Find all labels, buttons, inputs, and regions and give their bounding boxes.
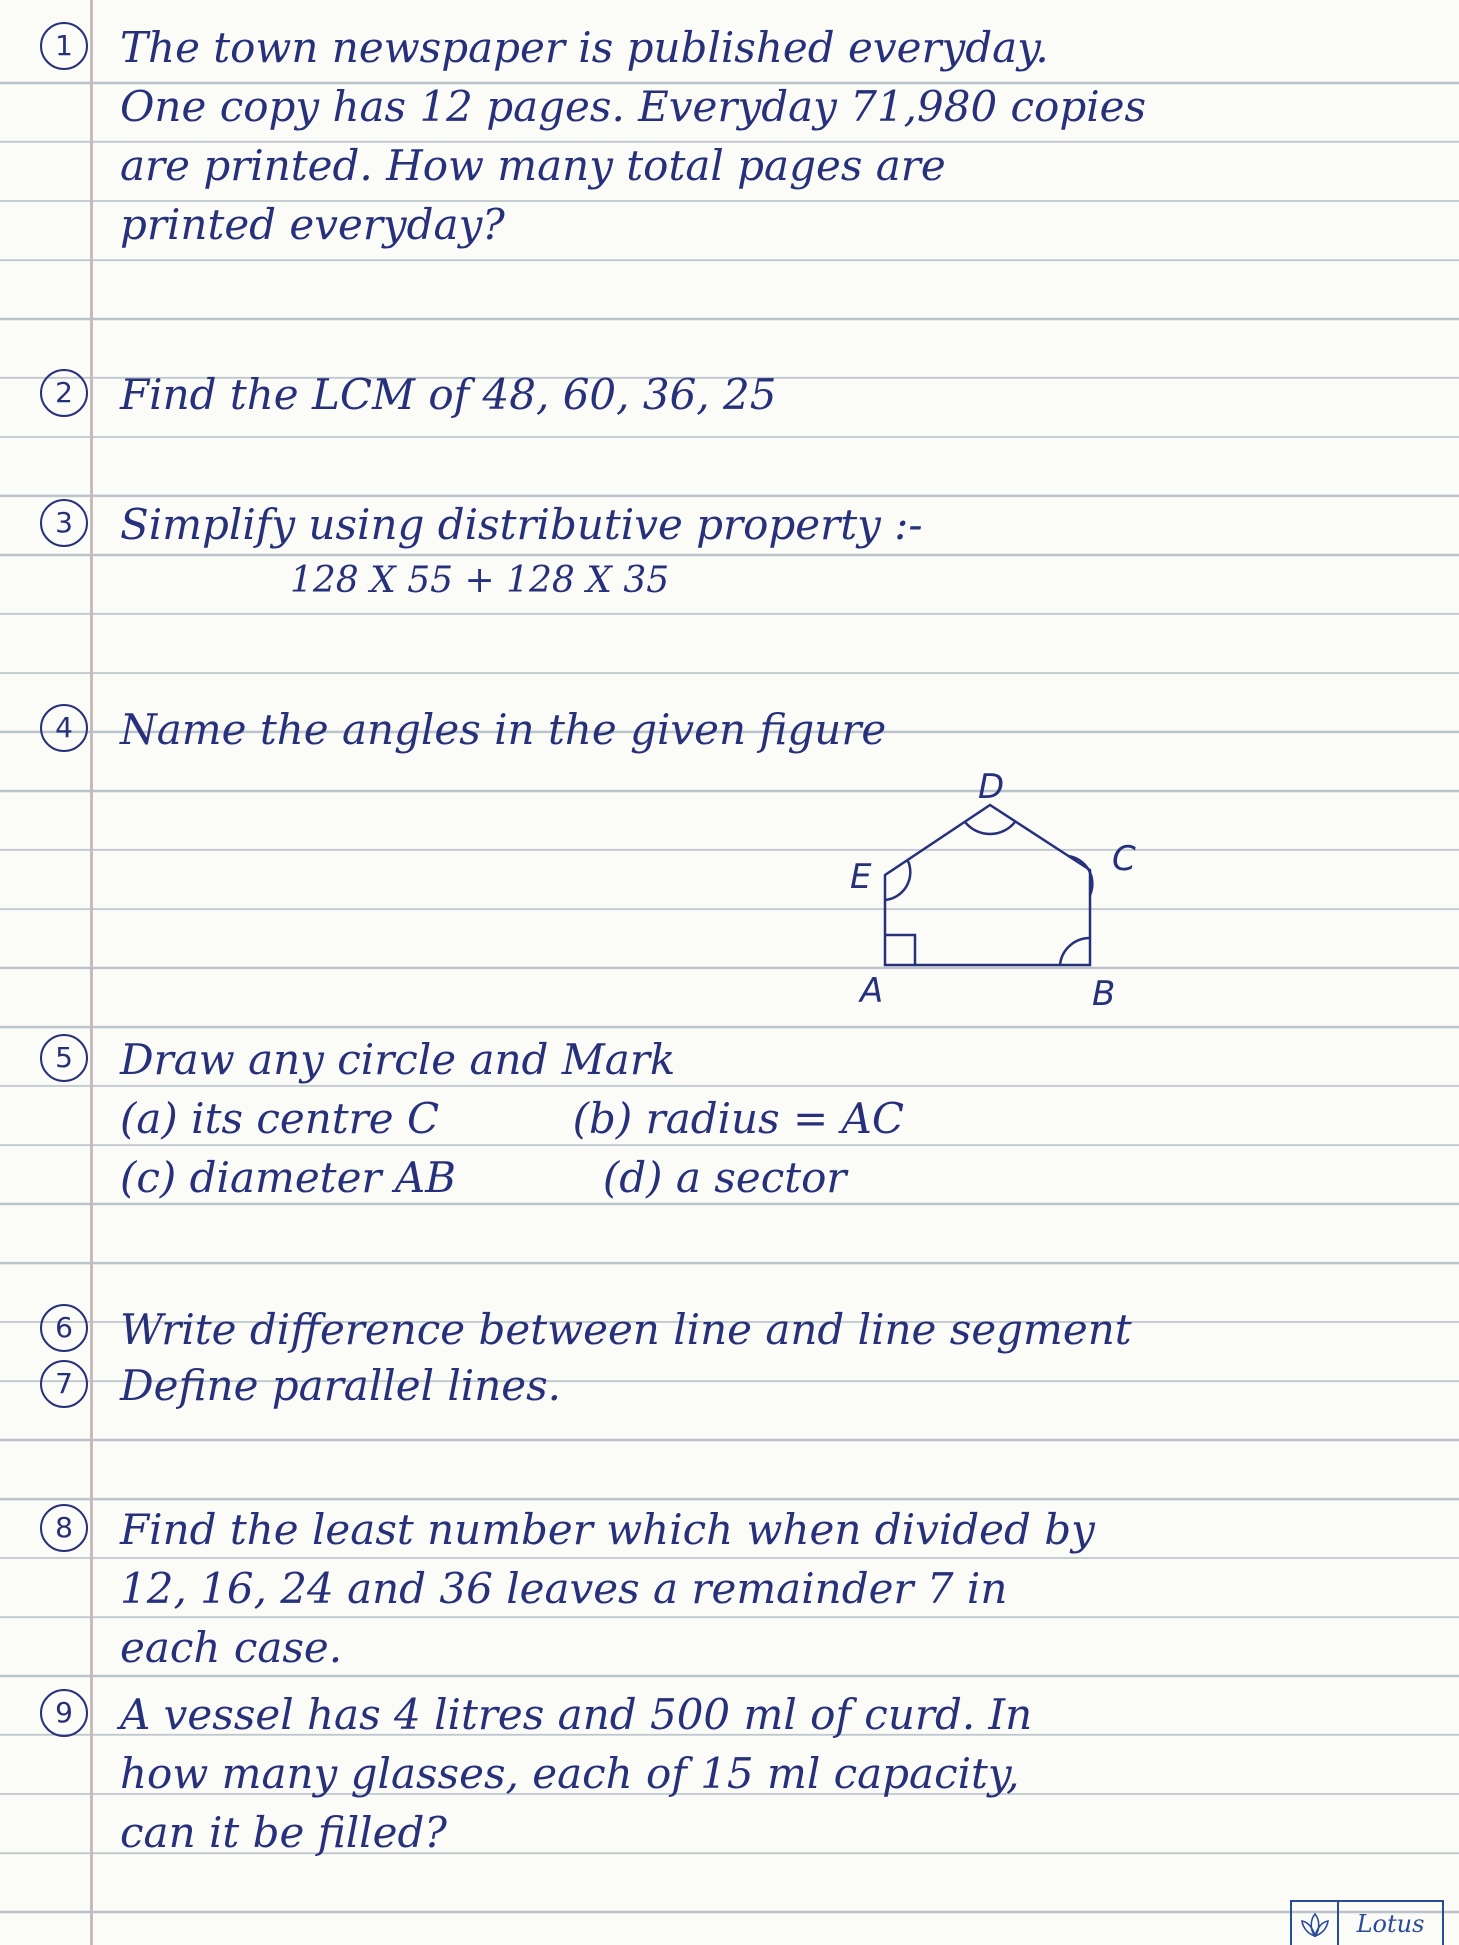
- question-line: Name the angles in the given figure: [120, 705, 887, 754]
- question-line: Simplify using distributive property :-: [120, 500, 923, 549]
- vertex-label-d: D: [978, 767, 1004, 807]
- vertex-label-a: A: [858, 971, 883, 1011]
- question-line: Find the least number which when divided…: [120, 1505, 1095, 1554]
- angle-mark-b: [1058, 936, 1091, 966]
- question-number: 1: [40, 22, 88, 70]
- question-line: 12, 16, 24 and 36 leaves a remainder 7 i…: [120, 1564, 1008, 1613]
- question-number: 8: [40, 1504, 88, 1552]
- question-line: (a) its centre C (b) radius = AC: [120, 1094, 905, 1143]
- question-number: 6: [40, 1304, 88, 1352]
- angle-mark-a: [885, 933, 917, 965]
- question-line: (c) diameter AB (d) a sector: [120, 1153, 847, 1202]
- question-line: Draw any circle and Mark: [120, 1035, 676, 1084]
- question-number: 9: [40, 1689, 88, 1737]
- question-line: 128 X 55 + 128 X 35: [290, 560, 670, 601]
- pentagon-figure: A B C D E: [850, 760, 1170, 1020]
- margin-line: [90, 0, 93, 1945]
- question-number: 4: [40, 704, 88, 752]
- vertex-label-b: B: [1092, 974, 1115, 1014]
- question-line: how many glasses, each of 15 ml capacity…: [120, 1749, 1020, 1798]
- question-number: 5: [40, 1034, 88, 1082]
- brand-name: Lotus: [1356, 1910, 1425, 1938]
- question-line: Define parallel lines.: [120, 1361, 562, 1410]
- vertex-label-c: C: [1112, 839, 1136, 879]
- pentagon-svg: A B C D E: [850, 767, 1136, 1014]
- question-line: each case.: [120, 1623, 343, 1672]
- question-line: are printed. How many total pages are: [120, 141, 946, 190]
- question-number: 3: [40, 499, 88, 547]
- angle-mark-c: [1067, 854, 1094, 896]
- question-line: A vessel has 4 litres and 500 ml of curd…: [120, 1690, 1033, 1739]
- lotus-icon: [1292, 1902, 1339, 1945]
- question-line: can it be filled?: [120, 1808, 447, 1857]
- pentagon-shape: [883, 803, 1092, 967]
- question-line: printed everyday?: [120, 200, 505, 249]
- notebook-brand: Lotus: [1290, 1900, 1444, 1945]
- angle-mark-d: [964, 821, 1016, 836]
- question-line: One copy has 12 pages. Everyday 71,980 c…: [120, 82, 1147, 131]
- question-line: The town newspaper is published everyday…: [120, 23, 1049, 72]
- question-number: 7: [40, 1360, 88, 1408]
- vertex-label-e: E: [850, 857, 872, 897]
- angle-mark-e: [884, 860, 912, 902]
- question-number: 2: [40, 369, 88, 417]
- question-line: Find the LCM of 48, 60, 36, 25: [120, 370, 777, 419]
- question-line: Write difference between line and line s…: [120, 1305, 1132, 1354]
